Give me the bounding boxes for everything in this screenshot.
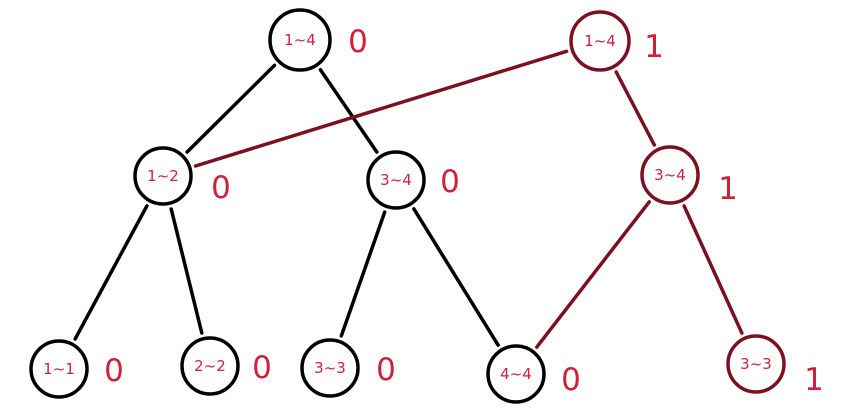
edge-a12-a22 — [169, 207, 204, 335]
tree-node-a22: 2~2 0 — [180, 336, 272, 396]
node-circle — [180, 336, 240, 396]
node-count-label: 1 — [718, 171, 738, 207]
node-count-label: 0 — [561, 362, 581, 398]
nodes: 1~4 0 1~2 0 3~4 0 1~1 0 2~2 0 3~3 0 4~4 0 1~4 1 3~4 1 3~3 1 — [29, 8, 824, 404]
node-circle — [268, 8, 332, 72]
node-count-label: 0 — [440, 164, 460, 200]
node-count-label: 0 — [104, 353, 124, 389]
node-range-label: 1~2 — [147, 167, 179, 185]
tree-node-a14: 1~4 0 — [268, 8, 368, 72]
node-count-label: 0 — [348, 24, 368, 60]
node-count-label: 0 — [376, 352, 396, 388]
tree-node-b33: 3~3 1 — [726, 334, 824, 398]
node-range-label: 1~4 — [284, 31, 316, 49]
edge-a34-a33 — [339, 210, 387, 338]
tree-node-a44: 4~4 0 — [486, 344, 581, 404]
tree-node-a33: 3~3 0 — [300, 338, 396, 398]
node-circle — [486, 344, 546, 404]
node-range-label: 3~4 — [380, 171, 412, 189]
edges — [73, 49, 744, 349]
node-count-label: 0 — [211, 170, 231, 206]
node-range-label: 3~3 — [740, 355, 772, 373]
tree-node-a12: 1~2 0 — [133, 146, 231, 206]
node-range-label: 3~3 — [314, 359, 346, 377]
edge-a14-a12 — [185, 63, 277, 154]
edge-b34-a44 — [535, 200, 651, 349]
node-range-label: 1~1 — [43, 360, 75, 378]
node-count-label: 1 — [804, 362, 824, 398]
node-range-label: 2~2 — [194, 357, 226, 375]
edge-b14-b34 — [614, 70, 657, 147]
node-circle — [29, 339, 89, 399]
edge-a14-a34 — [318, 67, 379, 154]
tree-node-a34: 3~4 0 — [366, 150, 460, 210]
tree-node-a11: 1~1 0 — [29, 339, 124, 399]
node-circle — [569, 10, 631, 72]
node-range-label: 3~4 — [654, 166, 686, 184]
node-count-label: 1 — [644, 29, 664, 65]
node-circle — [300, 338, 360, 398]
node-circle — [640, 145, 700, 205]
node-range-label: 1~4 — [584, 32, 616, 50]
node-count-label: 0 — [252, 350, 272, 386]
edge-b14-a12 — [193, 49, 569, 168]
edge-a34-a44 — [412, 207, 500, 347]
node-circle — [726, 334, 786, 394]
node-circle — [133, 146, 193, 206]
edge-b34-b33 — [682, 204, 744, 335]
edge-a12-a11 — [73, 204, 149, 341]
tree-node-b14: 1~4 1 — [569, 10, 664, 72]
tree-node-b34: 3~4 1 — [640, 145, 738, 207]
node-circle — [366, 150, 426, 210]
node-range-label: 4~4 — [500, 365, 532, 383]
